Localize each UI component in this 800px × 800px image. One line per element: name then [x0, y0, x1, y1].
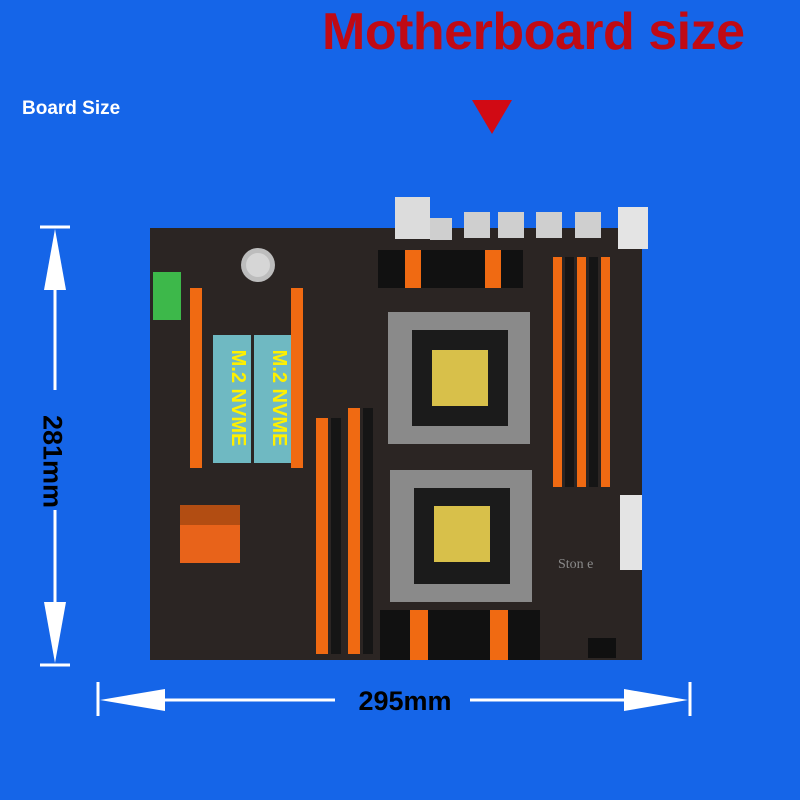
down-triangle-icon [472, 100, 512, 134]
arrow-down-icon [44, 602, 66, 663]
arrow-up-icon [44, 229, 66, 290]
m2-slot-label: M.2 NVME [268, 350, 290, 447]
arrow-right-icon [624, 689, 688, 711]
watermark: Ston e [558, 557, 593, 572]
height-dimension [40, 225, 70, 667]
arrow-left-icon [100, 689, 165, 711]
board-size-label: Board Size [22, 98, 121, 119]
width-dimension [96, 682, 692, 716]
page-title: Motherboard size [322, 3, 745, 61]
width-label: 295mm [340, 686, 470, 717]
m2-slot-label: M.2 NVME [227, 350, 249, 447]
height-label: 281mm [37, 414, 68, 509]
pcb [150, 197, 648, 660]
